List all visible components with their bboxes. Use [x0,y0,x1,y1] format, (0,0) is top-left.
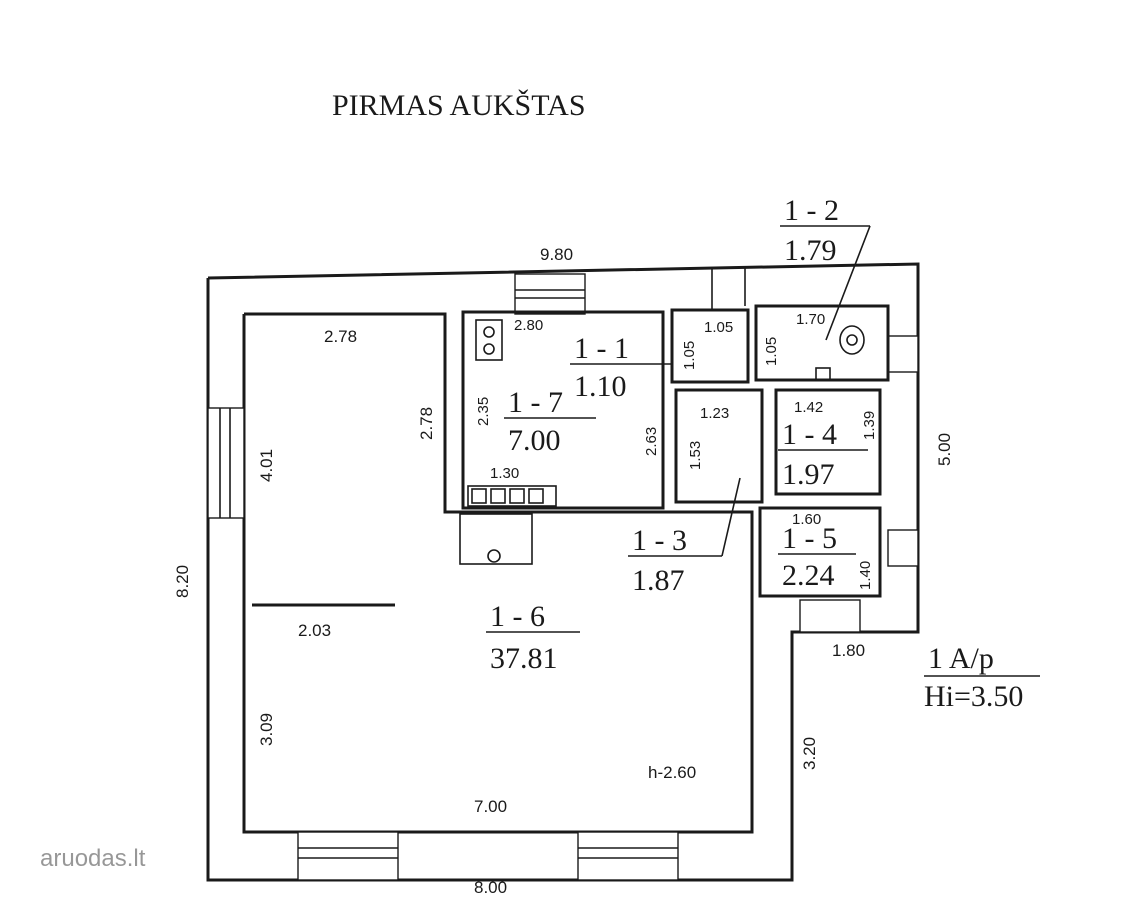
dim-room5-top: 1.60 [792,511,821,528]
watermark-text: aruodas.lt [40,845,146,872]
outer-walls [206,262,920,882]
dim-big-left-lower: 3.09 [257,713,276,746]
dim-kitchen-top: 2.80 [514,317,543,334]
dim-room5-side: 1.40 [857,561,874,590]
room-1-2-area: 1.79 [784,234,837,267]
room-1-6-id: 1 - 6 [490,600,545,633]
dim-big-top: 2.78 [324,327,357,346]
room-1-5-id: 1 - 5 [782,522,837,555]
watermark: aruodas.lt [40,845,146,872]
room-1-4-id: 1 - 4 [782,418,837,451]
dim-top-outer: 9.80 [540,245,573,264]
legend-line-1: 1 A/p [928,642,994,675]
dim-room4-top: 1.42 [794,399,823,416]
dim-hall-side: 1.05 [681,341,698,370]
room-1-7-id: 1 - 7 [508,386,563,419]
dim-right-lower: 3.20 [800,737,819,770]
windows [207,273,919,881]
room-1-3-id: 1 - 3 [632,524,687,557]
room-labels: 1 - 1 1.10 1 - 2 1.79 1 - 3 1.87 1 - 4 1… [486,194,871,675]
room-1-5-area: 2.24 [782,559,835,592]
plan-title: PIRMAS AUKŠTAS [332,89,586,122]
dim-partition: 2.03 [298,621,331,640]
toilet-icon [815,325,865,381]
dim-kitchen-bottom: 1.30 [490,465,519,482]
room-1-1-area: 1.10 [574,370,627,403]
dim-big-bottom: 7.00 [474,797,507,816]
legend-line-2: Hi=3.50 [924,680,1023,713]
dim-wc-top: 1.70 [796,311,825,328]
room-outlines [252,268,890,607]
dim-room4-side: 1.39 [861,411,878,440]
dim-corridor-top: 1.23 [700,405,729,422]
dim-left-outer: 8.20 [173,565,192,598]
stove-icon [467,485,557,507]
dim-wc-side: 1.05 [763,337,780,366]
stair-icon [487,549,501,563]
room-1-2-id: 1 - 2 [784,194,839,227]
dim-big-right: 2.78 [417,407,436,440]
dim-kitchen-right: 2.63 [643,427,660,456]
room-1-1-id: 1 - 1 [574,332,629,365]
dim-wing-bottom: 1.80 [832,641,865,660]
room-1-6-area: 37.81 [490,642,558,675]
dim-hall-top: 1.05 [704,319,733,336]
dim-right-outer: 5.00 [935,433,954,466]
dim-bottom-outer: 8.00 [474,878,507,897]
sink-icon [475,319,503,361]
dim-corridor-side: 1.53 [687,441,704,470]
dim-kitchen-left: 2.35 [475,397,492,426]
dimension-labels: 9.80 8.20 8.00 5.00 3.20 1.80 2.78 2.78 … [173,245,954,897]
room-1-4-area: 1.97 [782,458,835,491]
height-note: h-2.60 [648,763,696,782]
dim-big-left: 4.01 [257,449,276,482]
legend: 1 A/p Hi=3.50 [924,642,1040,713]
room-1-7-area: 7.00 [508,424,561,457]
room-1-3-area: 1.87 [632,564,685,597]
